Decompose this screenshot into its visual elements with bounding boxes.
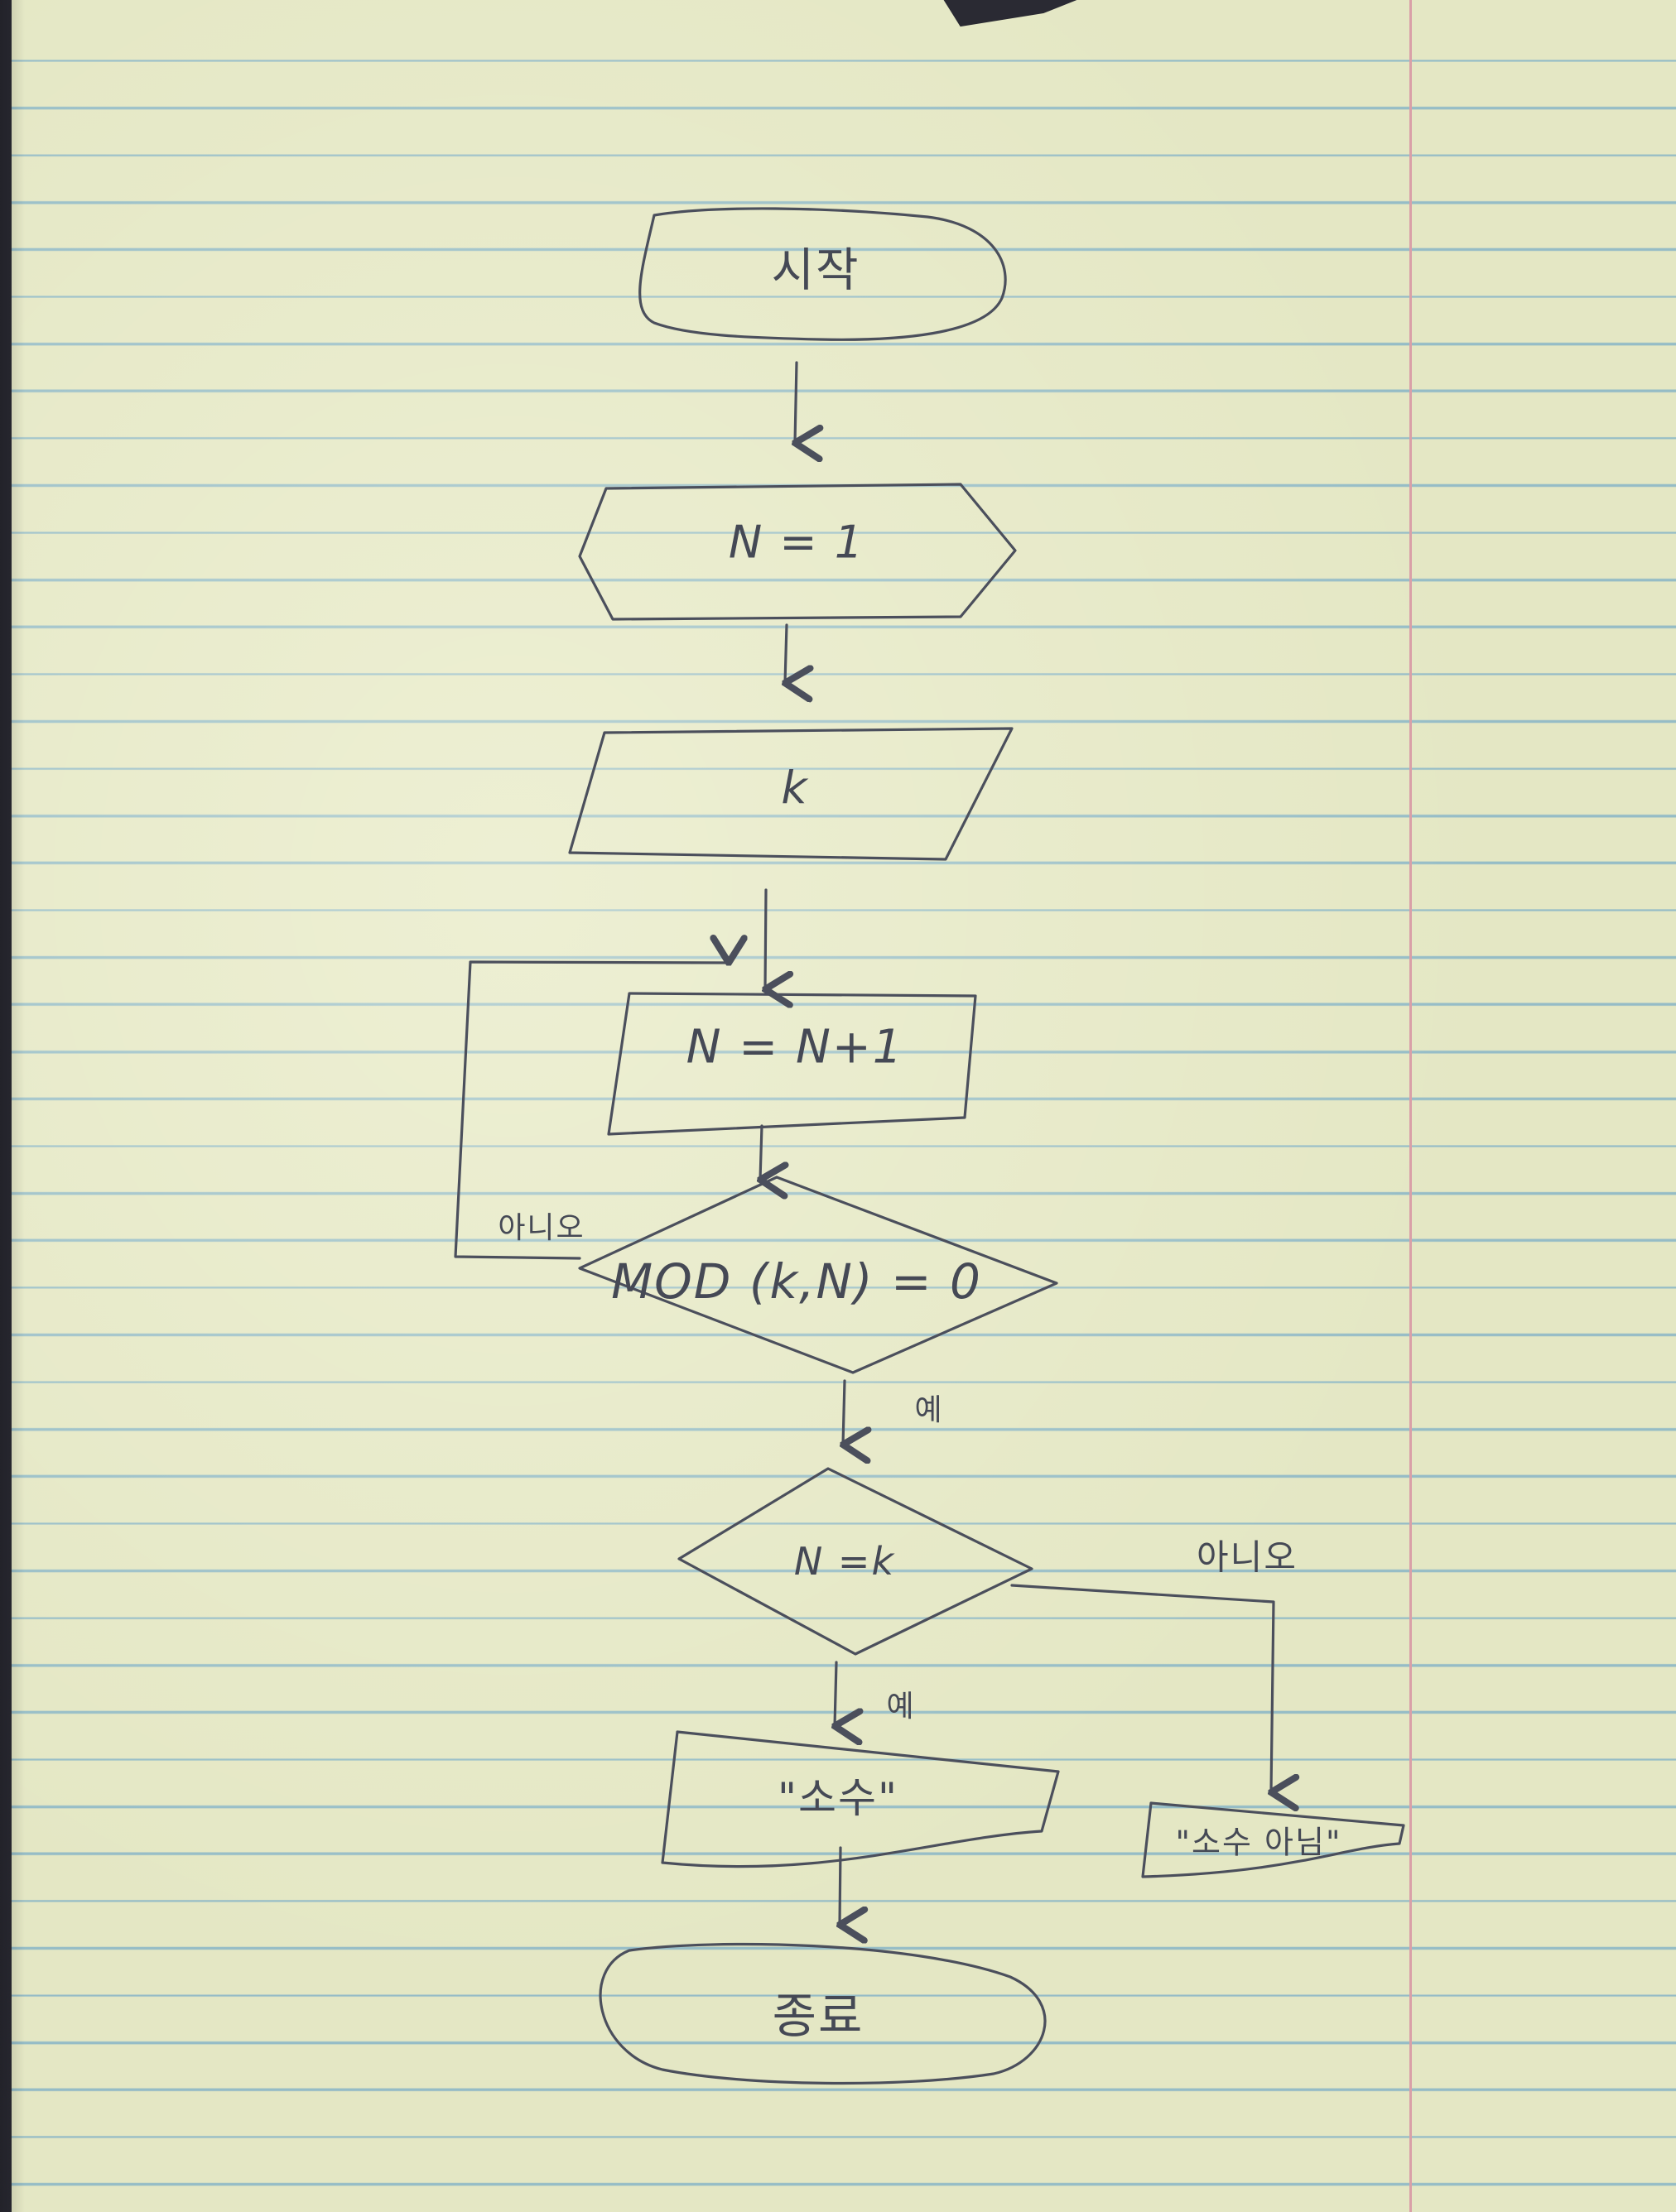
edge-mod-no-loop — [454, 962, 729, 1260]
input-label: k — [781, 762, 809, 815]
mod-label: MOD (k,N) = 0 — [611, 1253, 982, 1310]
margin-line — [1409, 0, 1412, 2212]
start-label: 시작 — [771, 243, 860, 298]
edge-init-to-input — [785, 623, 787, 683]
edge-mod-no-label: 아니오 — [498, 1211, 585, 1245]
edge-equal-yes-label: 예 — [886, 1690, 916, 1724]
legal-pad-paper — [12, 0, 1676, 2212]
mod-decision-shape — [578, 1176, 1058, 1374]
end-label: 종료 — [772, 1988, 864, 2044]
not-prime-output-label: "소수 아님" — [1175, 1824, 1342, 1861]
edge-mod-yes-label: 예 — [914, 1393, 944, 1427]
paper-edge-shadow — [0, 0, 25, 2212]
edge-equal-yes — [835, 1661, 836, 1726]
prime-output-shape — [661, 1730, 1060, 1868]
equal-label: N =k — [793, 1539, 896, 1584]
edge-start-to-init — [795, 361, 797, 443]
end-terminator-shape — [599, 1942, 1047, 2085]
input-parallelogram-shape — [568, 727, 1014, 861]
increment-label: N = N+1 — [686, 1020, 904, 1075]
edge-input-to-increment — [765, 888, 766, 989]
edge-equal-no-label: 아니오 — [1197, 1536, 1298, 1578]
edge-mod-yes — [843, 1379, 845, 1445]
increment-process-shape — [607, 992, 977, 1136]
not-prime-output-shape — [1141, 1801, 1405, 1878]
edge-increment-to-mod — [760, 1124, 762, 1180]
equal-decision-shape — [677, 1467, 1033, 1656]
init-label: N = 1 — [728, 516, 865, 569]
init-preparation-shape — [578, 483, 1017, 621]
start-terminator-shape — [638, 207, 1007, 341]
prime-output-label: "소수" — [778, 1774, 898, 1822]
edge-equal-no — [1010, 1584, 1274, 1792]
